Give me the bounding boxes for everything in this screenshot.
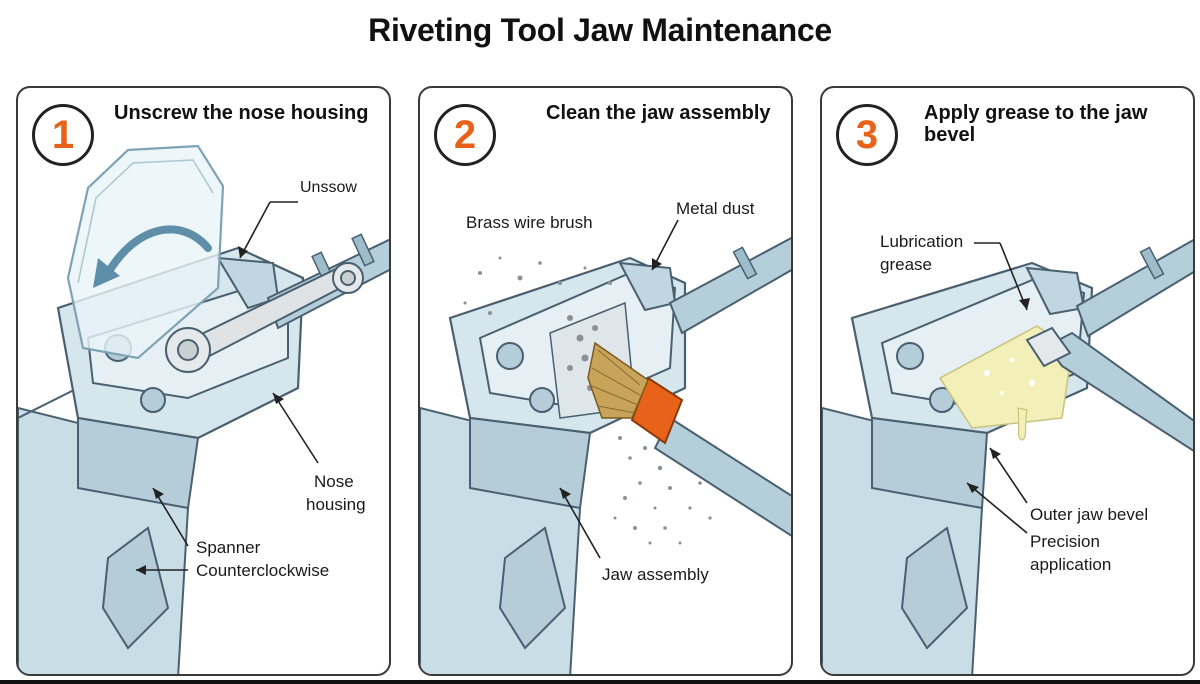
lubrication-grease-label-line2: grease — [880, 255, 932, 274]
step-1-badge: 1 — [32, 104, 94, 166]
step-2-panel: 2 Clean the jaw assembly Brass wire brus… — [418, 86, 793, 676]
step-3-title-line2: bevel — [924, 124, 976, 146]
precision-label-line2: application — [1030, 555, 1112, 574]
step-3-title-line1: Apply grease to the jaw — [924, 102, 1148, 124]
metal-dust-label: Metal dust — [676, 199, 755, 218]
step-2-badge: 2 — [434, 104, 496, 166]
unscrew-label: Unssow — [300, 179, 357, 196]
nose-housing-label-line2: housing — [306, 495, 366, 514]
step-1-illustration — [18, 144, 389, 674]
step-1-panel: 1 Unscrew the nose housing Unssow Nose h… — [16, 86, 391, 676]
step-3-badge: 3 — [836, 104, 898, 166]
brass-wire-brush-label: Brass wire brush — [466, 213, 593, 232]
lubrication-grease-label-line1: Lubrication — [880, 232, 964, 251]
step-2-illustration — [420, 219, 791, 674]
step-3-panel: 3 Apply grease to the jaw bevel Lubricat… — [820, 86, 1195, 676]
step-1-title: Unscrew the nose housing — [114, 102, 369, 124]
nose-housing-label-line1: Nose — [314, 472, 354, 491]
bottom-border — [0, 680, 1200, 684]
page-title: Riveting Tool Jaw Maintenance — [368, 12, 832, 48]
step-3-illustration — [822, 239, 1193, 674]
jaw-assembly-label: Jaw assembly — [602, 565, 709, 584]
step-2-title: Clean the jaw assembly — [546, 102, 771, 124]
outer-jaw-bevel-label: Outer jaw bevel — [1030, 505, 1149, 524]
direction-label: Counterclockwise — [196, 561, 330, 580]
precision-label-line1: Precision — [1030, 532, 1100, 551]
spanner-label: Spanner — [196, 538, 261, 557]
